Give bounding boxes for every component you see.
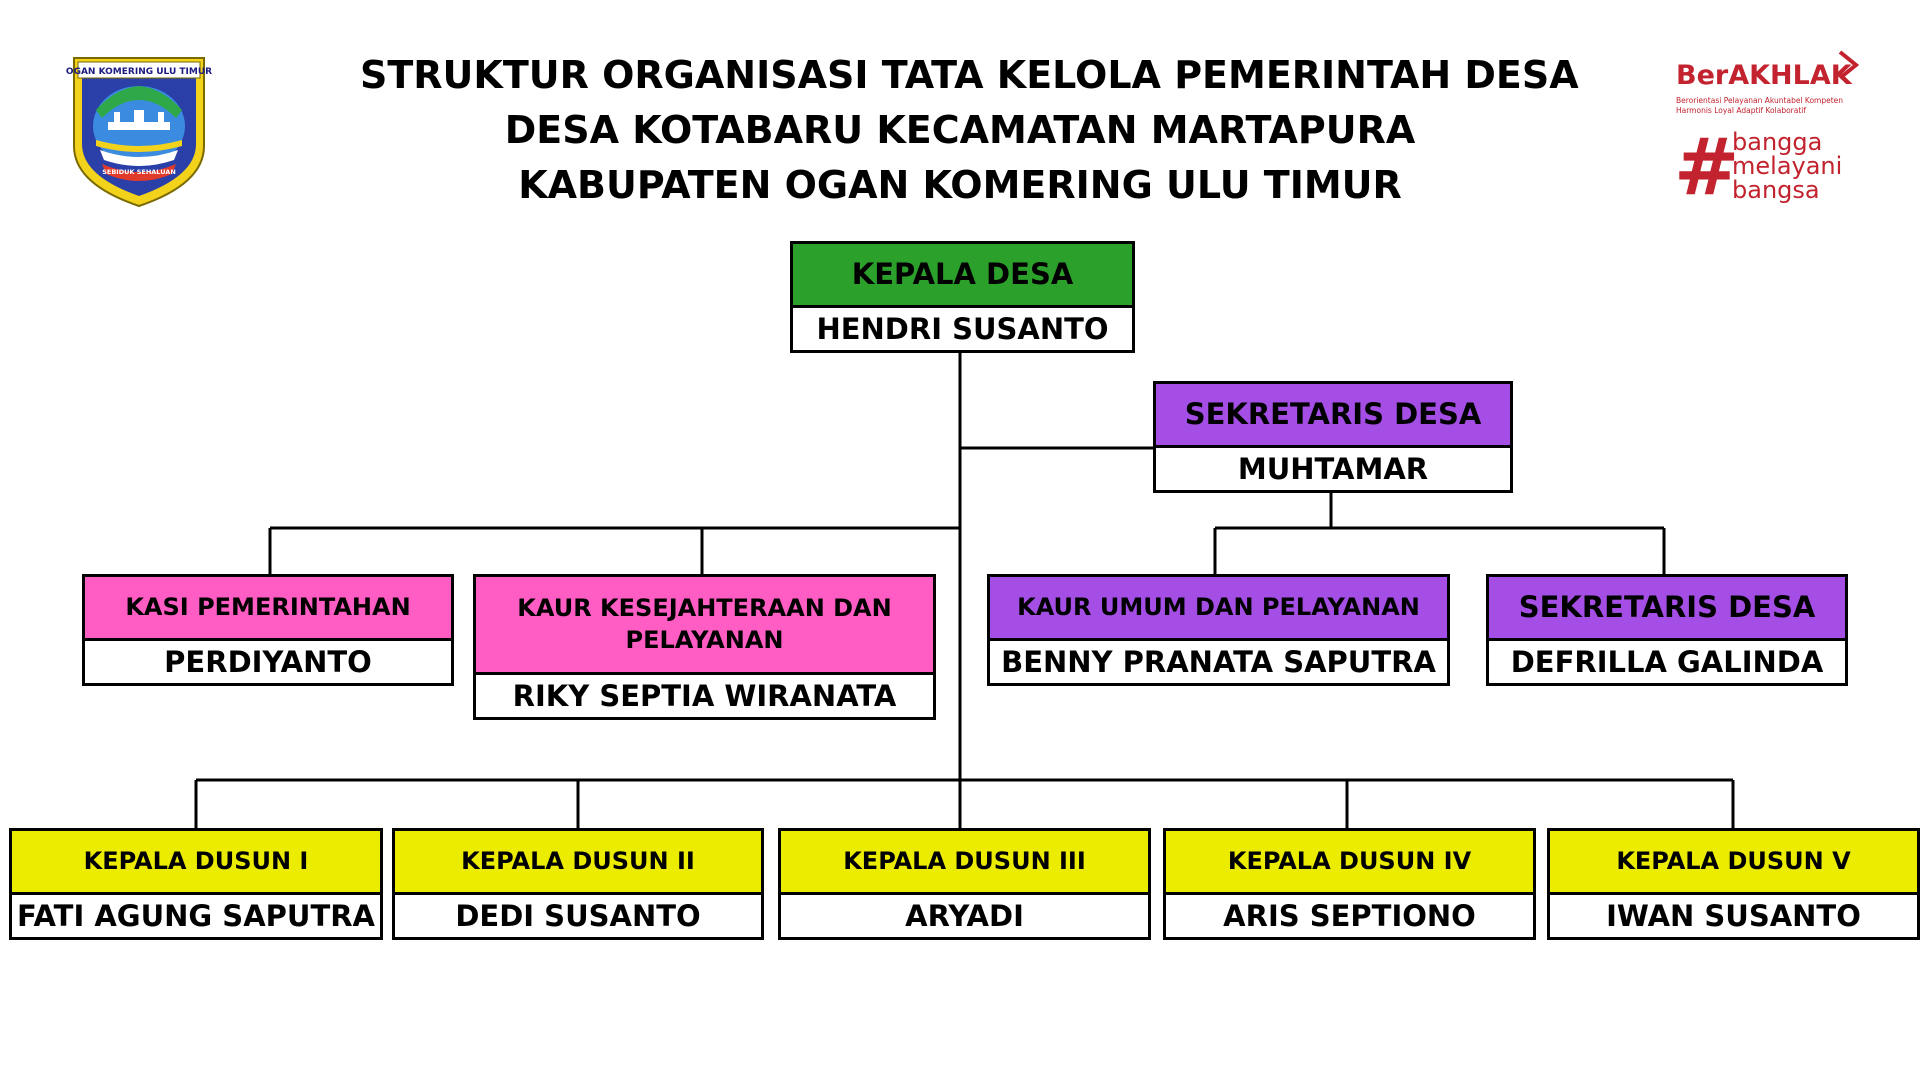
node-kepala-dusun-4: KEPALA DUSUN IV ARIS SEPTIONO — [1163, 828, 1536, 940]
node-role: KEPALA DUSUN I — [12, 831, 380, 895]
node-kasi-pemerintahan: KASI PEMERINTAHAN PERDIYANTO — [82, 574, 454, 686]
node-sekretaris-desa: SEKRETARIS DESA MUHTAMAR — [1153, 381, 1513, 493]
okut-regency-emblem-icon: OGAN KOMERING ULU TIMUR SEBIDUK SEHALUAN — [66, 48, 212, 210]
node-kaur-kesejahteraan: KAUR KESEJAHTERAAN DAN PELAYANAN RIKY SE… — [473, 574, 936, 720]
emblem-top-text: OGAN KOMERING ULU TIMUR — [66, 67, 212, 77]
node-role: KASI PEMERINTAHAN — [85, 577, 451, 641]
node-person-name: RIKY SEPTIA WIRANATA — [512, 679, 897, 713]
node-kepala-desa: KEPALA DESA HENDRI SUSANTO — [790, 241, 1135, 353]
node-person-name: MUHTAMAR — [1237, 452, 1429, 486]
title-line-2: DESA KOTABARU KECAMATAN MARTAPURA — [504, 108, 1416, 152]
node-role: KEPALA DUSUN III — [781, 831, 1148, 895]
node-kepala-dusun-5: KEPALA DUSUN V IWAN SUSANTO — [1547, 828, 1920, 940]
node-person-name: ARYADI — [905, 899, 1024, 933]
title-line-1: STRUKTUR ORGANISASI TATA KELOLA PEMERINT… — [360, 53, 1579, 97]
node-role: SEKRETARIS DESA — [1156, 384, 1510, 448]
bangga-melayani-bangsa-tagline: bangga melayani bangsa — [1732, 128, 1843, 204]
node-person-name: ARIS SEPTIONO — [1223, 899, 1476, 933]
berakhlak-logo-icon: BerAKHLAK Berorientasi Pelayanan Akuntab… — [1670, 46, 1870, 216]
emblem-bottom-text: SEBIDUK SEHALUAN — [102, 168, 176, 176]
node-role: KEPALA DUSUN IV — [1166, 831, 1533, 895]
page-title: STRUKTUR ORGANISASI TATA KELOLA PEMERINT… — [360, 48, 1579, 213]
node-kepala-dusun-3: KEPALA DUSUN III ARYADI — [778, 828, 1151, 940]
node-role: KAUR UMUM DAN PELAYANAN — [990, 577, 1447, 641]
node-person-name: IWAN SUSANTO — [1606, 899, 1861, 933]
node-role: KEPALA DUSUN II — [395, 831, 761, 895]
hash-icon: # — [1674, 123, 1740, 213]
node-role: SEKRETARIS DESA — [1489, 577, 1845, 641]
chevron-right-icon — [1838, 50, 1860, 80]
node-role: KAUR KESEJAHTERAAN DAN PELAYANAN — [476, 577, 933, 675]
node-kepala-dusun-2: KEPALA DUSUN II DEDI SUSANTO — [392, 828, 764, 940]
node-person-name: DEDI SUSANTO — [455, 899, 701, 933]
title-line-3: KABUPATEN OGAN KOMERING ULU TIMUR — [518, 163, 1402, 207]
node-person-name: PERDIYANTO — [164, 645, 372, 679]
node-person-name: HENDRI SUSANTO — [816, 312, 1109, 346]
node-person-name: FATI AGUNG SAPUTRA — [17, 899, 375, 933]
node-person-name: BENNY PRANATA SAPUTRA — [1001, 645, 1436, 679]
node-kepala-dusun-1: KEPALA DUSUN I FATI AGUNG SAPUTRA — [9, 828, 383, 940]
berakhlak-brand: BerAKHLAK — [1676, 60, 1852, 91]
node-sekretaris-desa-2: SEKRETARIS DESA DEFRILLA GALINDA — [1486, 574, 1848, 686]
berakhlak-subtitle: Berorientasi Pelayanan Akuntabel Kompete… — [1676, 96, 1844, 115]
node-kaur-umum: KAUR UMUM DAN PELAYANAN BENNY PRANATA SA… — [987, 574, 1450, 686]
node-role: KEPALA DUSUN V — [1550, 831, 1917, 895]
node-person-name: DEFRILLA GALINDA — [1510, 645, 1824, 679]
node-role: KEPALA DESA — [793, 244, 1132, 308]
